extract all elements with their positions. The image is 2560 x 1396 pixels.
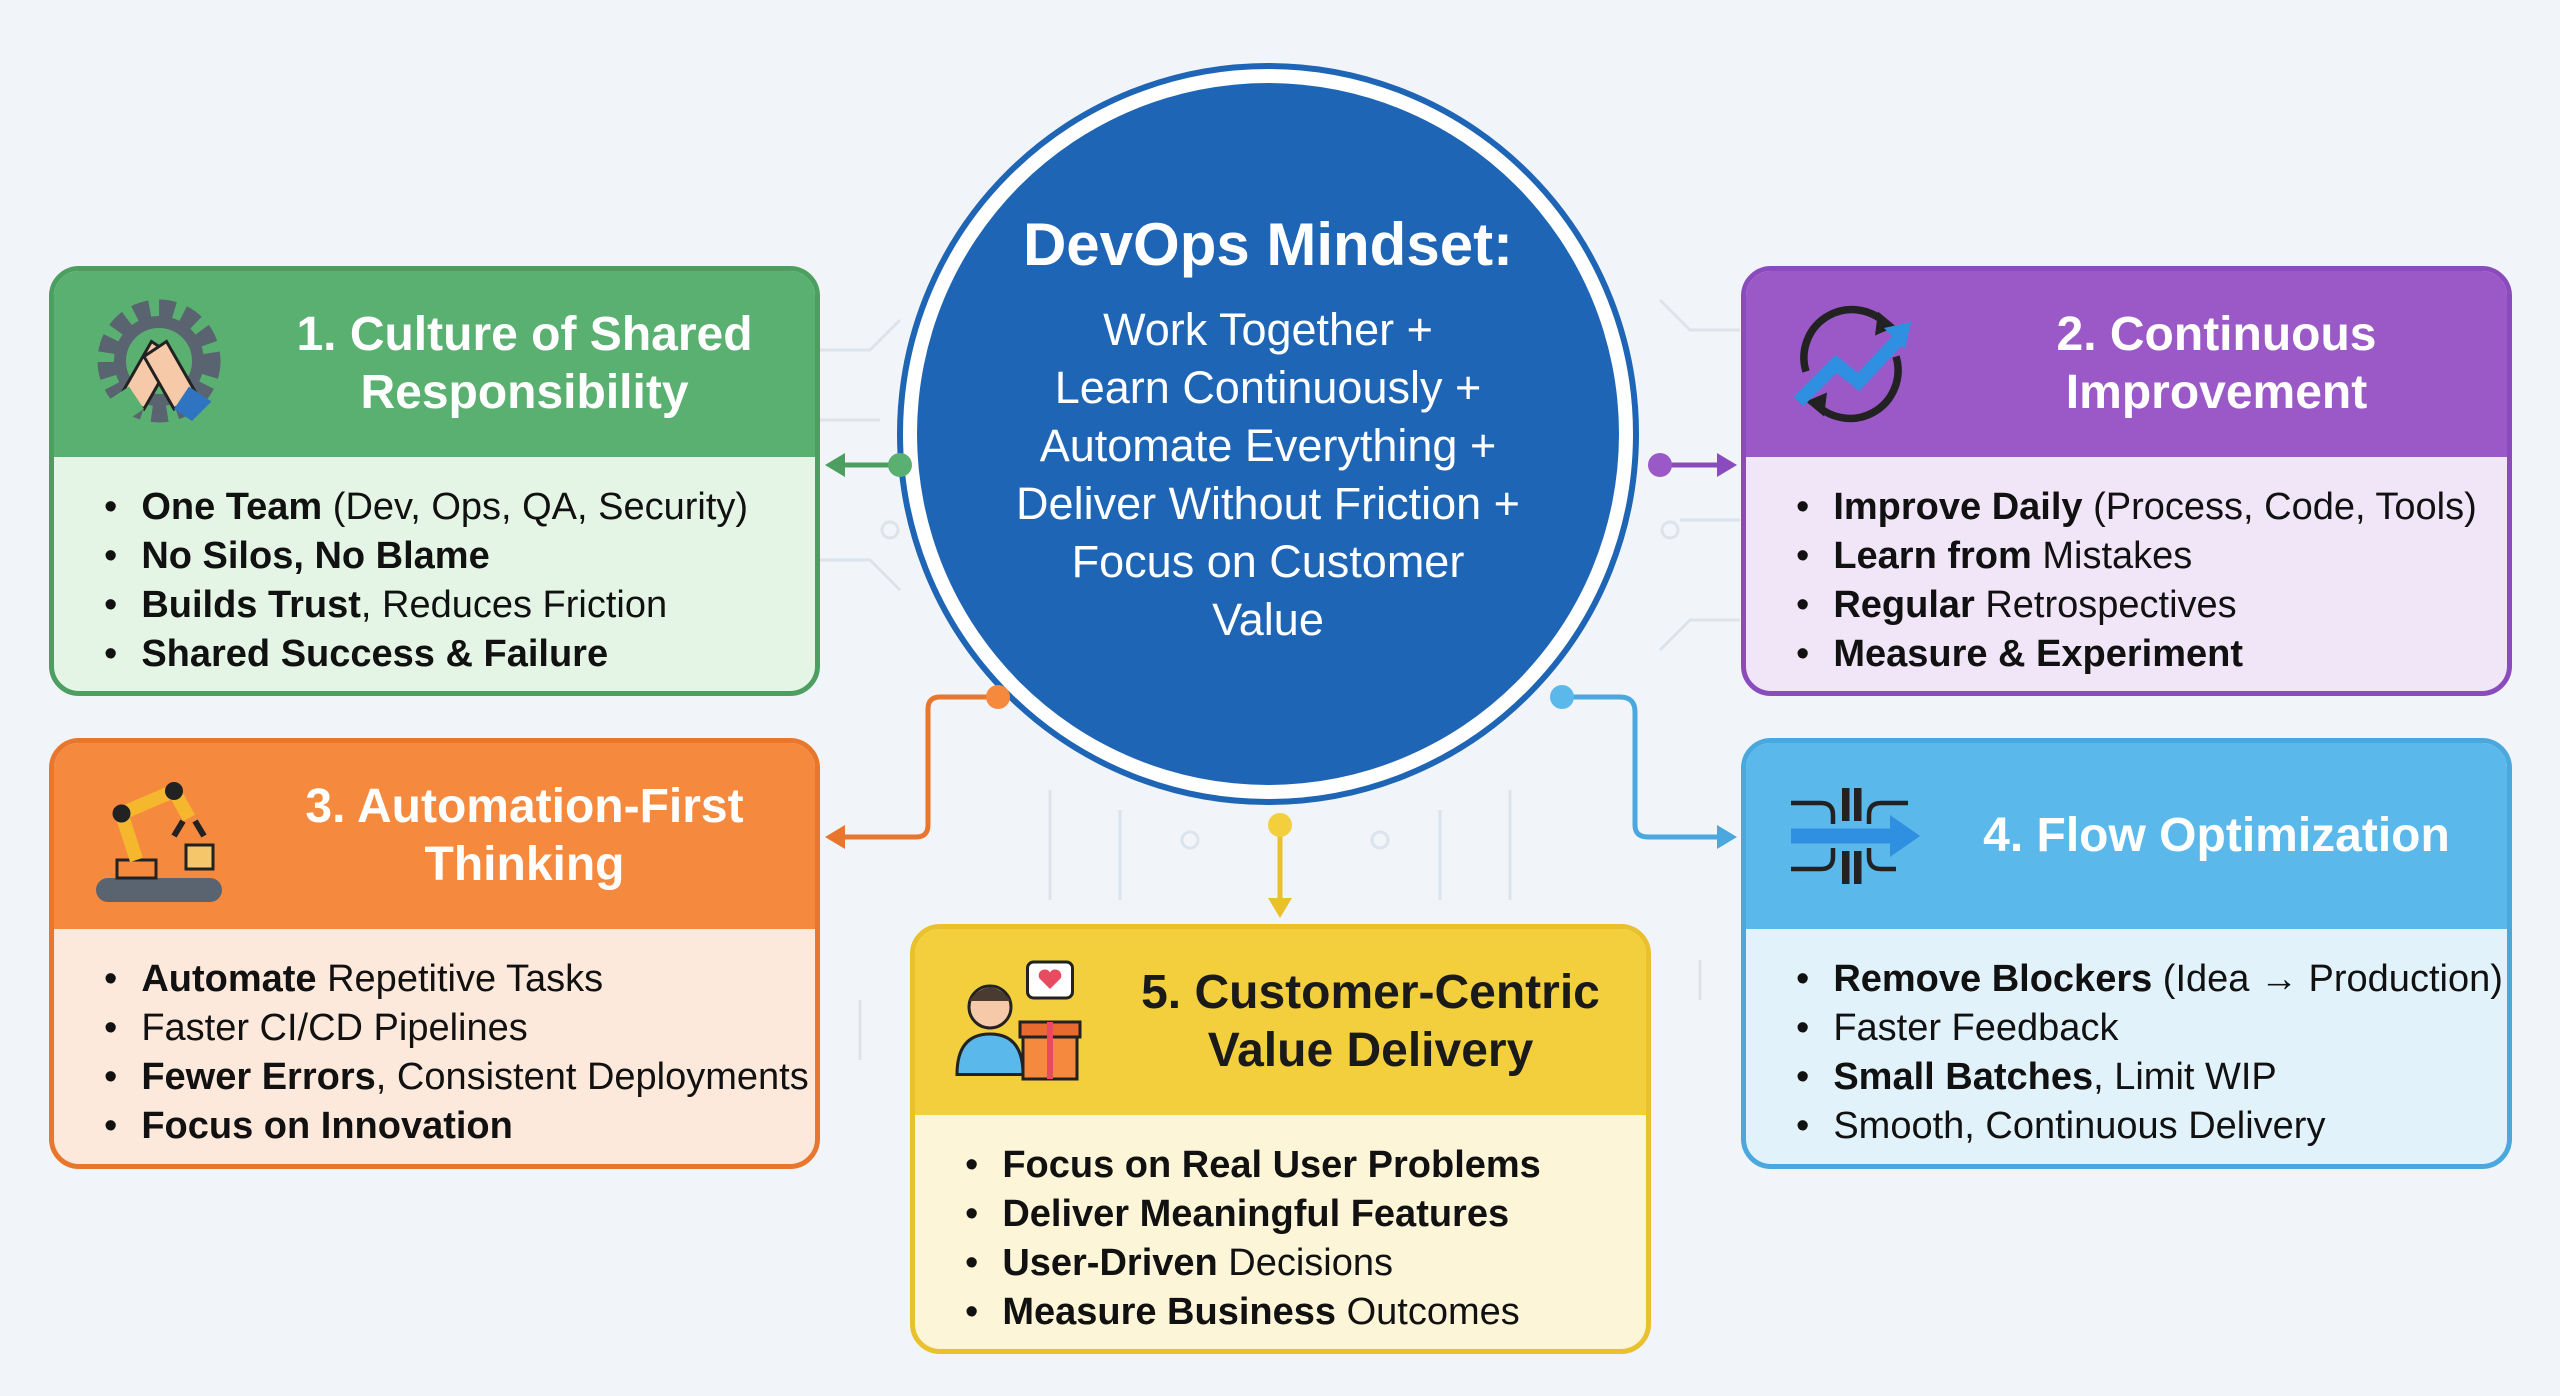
list-item: Measure & Experiment: [1796, 630, 2507, 679]
center-line: Learn Continuously +: [1054, 361, 1482, 413]
arrow-head: [825, 453, 845, 477]
customer-gift-icon: [955, 960, 1082, 1081]
connector-automation: [835, 694, 998, 840]
list-item: Small Batches, Limit WIP: [1796, 1053, 2507, 1102]
card-improvement: 2. Continuous Improvement Improve Daily …: [1741, 266, 2512, 696]
list-item: Faster Feedback: [1796, 1004, 2507, 1053]
list-item: Faster CI/CD Pipelines: [104, 1004, 815, 1053]
center-line: Work Together +: [1103, 303, 1433, 355]
card-customer: 5. Customer-Centric Value Delivery Focus…: [910, 924, 1651, 1354]
center-line: Deliver Without Friction +: [1016, 477, 1520, 529]
list-item: Smooth, Continuous Delivery: [1796, 1102, 2507, 1151]
list-item: Builds Trust, Reduces Friction: [104, 581, 815, 630]
card-culture: 1. Culture of Shared Responsibility One …: [49, 266, 820, 696]
list-item: Shared Success & Failure: [104, 630, 815, 679]
arrow-head: [1717, 453, 1737, 477]
arrow-head: [1268, 898, 1292, 918]
card-automation: 3. Automation-First Thinking Automate Re…: [49, 738, 820, 1169]
arrow-head: [1717, 825, 1737, 849]
list-item: Fewer Errors, Consistent Deployments: [104, 1053, 815, 1102]
card-title: 3. Automation-First Thinking: [305, 780, 744, 891]
card-flow: 4. Flow Optimization Remove Blockers (Id…: [1741, 738, 2512, 1169]
flow-arrows-icon: [1791, 788, 1920, 884]
card-title: 4. Flow Optimization: [1983, 809, 2450, 862]
list-item: Focus on Real User Problems: [965, 1141, 1646, 1190]
center-line: Focus on Customer: [1071, 535, 1465, 587]
center-line: Automate Everything +: [1039, 419, 1497, 471]
handshake-gear-icon: [97, 299, 221, 423]
card-title: 1. Culture of Shared Responsibility: [296, 308, 753, 419]
list-item: User-Driven Decisions: [965, 1239, 1646, 1288]
list-item: Regular Retrospectives: [1796, 581, 2507, 630]
list-item: Learn from Mistakes: [1796, 532, 2507, 581]
list-item: Focus on Innovation: [104, 1102, 815, 1151]
list-item: Improve Daily (Process, Code, Tools): [1796, 483, 2507, 532]
connector-flow: [1562, 694, 1725, 840]
arrow-head: [825, 825, 845, 849]
center-circle: DevOps Mindset: Work Together + Learn Co…: [917, 83, 1619, 785]
card-title: 5. Customer-Centric Value Delivery: [1141, 966, 1600, 1077]
list-item: One Team (Dev, Ops, QA, Security): [104, 483, 815, 532]
card-title: 2. Continuous Improvement: [2056, 308, 2377, 419]
center-line: Value: [1212, 593, 1324, 645]
list-item: Measure Business Outcomes: [965, 1288, 1646, 1337]
list-item: Deliver Meaningful Features: [965, 1190, 1646, 1239]
center-title: DevOps Mindset:: [1022, 210, 1514, 278]
list-item: No Silos, No Blame: [104, 532, 815, 581]
list-item: Automate Repetitive Tasks: [104, 955, 815, 1004]
list-item: Remove Blockers (Idea → Production): [1796, 955, 2507, 1004]
circuit-background: [820, 298, 1740, 1060]
robot-arm-icon: [96, 782, 222, 902]
cycle-arrow-icon: [1793, 305, 1911, 423]
